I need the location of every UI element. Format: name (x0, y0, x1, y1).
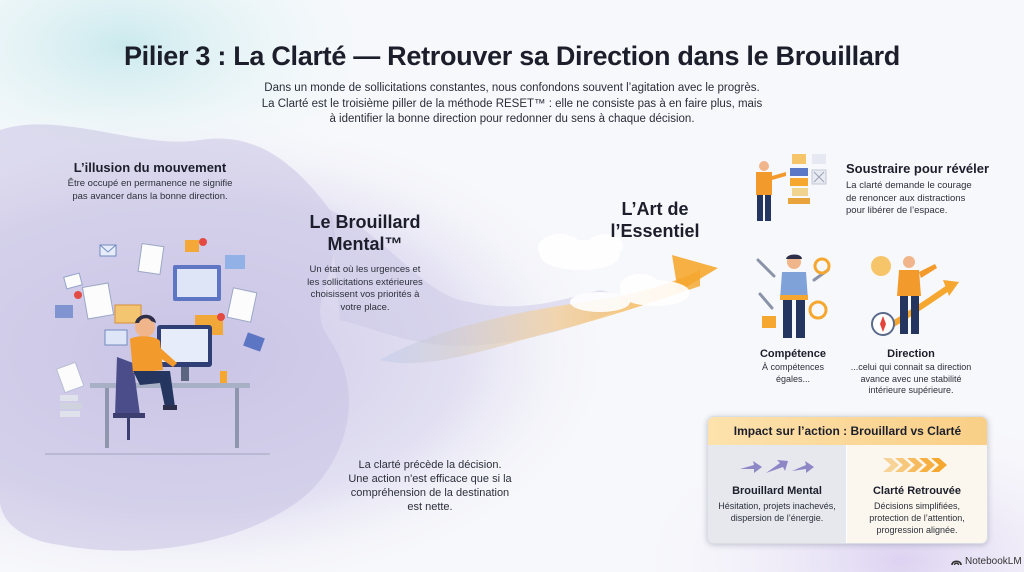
clarity-note-line: La clarté précède la décision. (358, 459, 502, 471)
illusion-heading: L’illusion du mouvement (73, 160, 227, 175)
soustraire-line: de renoncer aux distractions (846, 192, 966, 204)
brand-label: NotebookLM (965, 556, 1022, 567)
direction-line: intérieure supérieure. (868, 385, 954, 395)
person-pointing-icon (871, 256, 959, 336)
clarity-note-line: Une action n'est efficace que si la (348, 473, 512, 485)
clarity-note-line: est nette. (407, 501, 453, 513)
impact-right-line: Décisions simplifiées, (873, 501, 961, 511)
impact-right-title: Clarté Retrouvée (872, 485, 962, 497)
gear-icon (808, 300, 828, 320)
soustraire-block: Soustraire pour révéler La clarté demand… (846, 161, 1016, 218)
impact-left-text: Hésitation, projets inachevés, dispersio… (714, 500, 840, 524)
competence-line: À compétences (761, 362, 825, 372)
illusion-line: pas avancer dans la bonne direction. (72, 190, 228, 202)
person-with-tools-icon (756, 254, 831, 338)
impact-card: Impact sur l’action : Brouillard vs Clar… (707, 416, 988, 544)
scattered-arrows-icon (740, 460, 814, 473)
impact-right-panel: Clarté Retrouvée Décisions simplifiées, … (847, 445, 987, 543)
competence-heading: Compétence (759, 348, 827, 360)
impact-left-line: dispersion de l’énergie. (730, 513, 824, 523)
person-at-desk-icon (45, 238, 270, 455)
intro-line: La Clarté est le troisième piller de la … (261, 97, 763, 110)
impact-left-title: Brouillard Mental (732, 485, 822, 497)
clarity-note-line: compréhension de la destination (350, 487, 510, 499)
brouillard-line: Un état où les urgences et (309, 264, 421, 275)
page-title: Pilier 3 : La Clarté — Retrouver sa Dire… (123, 41, 901, 71)
notebooklm-brand: NotebookLM (951, 556, 1022, 567)
brouillard-heading-line: Mental™ (327, 234, 403, 254)
impact-card-heading: Impact sur l’action : Brouillard vs Clar… (708, 417, 987, 445)
brouillard-block: Le Brouillard Mental™ Un état où les urg… (285, 211, 445, 314)
intro-text: Dans un monde de sollicitations constant… (212, 81, 812, 128)
clarity-note: La clarté précède la décision. Une actio… (330, 458, 530, 514)
brouillard-line: les sollicitations extérieures (307, 276, 423, 288)
impact-left-panel: Brouillard Mental Hésitation, projets in… (708, 445, 846, 543)
impact-right-line: progression alignée. (876, 525, 958, 535)
illusion-block: L’illusion du mouvement Être occupé en p… (40, 160, 260, 203)
direction-line: avance avec une stabilité (860, 373, 962, 384)
intro-line: à identifier la bonne direction pour red… (329, 113, 695, 125)
intro-line: Dans un monde de sollicitations constant… (264, 82, 760, 94)
brouillard-line: votre place. (340, 301, 390, 313)
notebook-logo-icon (951, 560, 962, 566)
soustraire-line: La clarté demande le courage (846, 180, 972, 191)
illusion-line: Être occupé en permanence ne signifie (67, 178, 233, 189)
sun-icon (871, 256, 891, 276)
brouillard-heading-line: Le Brouillard (309, 212, 421, 232)
art-heading: L’Art de l’Essentiel (590, 198, 720, 242)
direction-text: ...celui qui connait sa direction avance… (845, 362, 977, 397)
person-juggling-boxes-icon (756, 154, 827, 221)
soustraire-text: La clarté demande le courage de renoncer… (846, 180, 1016, 218)
competence-line: égales... (775, 373, 811, 384)
impact-left-line: Hésitation, projets inachevés, (718, 501, 836, 511)
impact-right-text: Décisions simplifiées, protection de l’a… (853, 500, 981, 536)
competence-text: À compétences égales... (748, 362, 838, 385)
impact-right-line: protection de l’attention, (869, 513, 965, 523)
soustraire-heading: Soustraire pour révéler (846, 161, 990, 176)
art-heading-line: l’Essentiel (610, 221, 700, 241)
brouillard-heading: Le Brouillard Mental™ (285, 211, 445, 255)
soustraire-line: pour libérer de l’espace. (846, 205, 948, 216)
direction-block: Direction ...celui qui connait sa direct… (845, 348, 977, 397)
direction-line: ...celui qui connait sa direction (850, 362, 972, 372)
illusion-text: Être occupé en permanence ne signifie pa… (40, 178, 260, 203)
brouillard-text: Un état où les urgences et les sollicita… (285, 264, 445, 314)
brouillard-line: choisissent vos priorités à (310, 289, 420, 300)
direction-heading: Direction (887, 348, 935, 360)
aligned-arrows-icon (883, 458, 947, 472)
competence-block: Compétence À compétences égales... (748, 348, 838, 385)
art-heading-line: L’Art de (621, 199, 689, 219)
